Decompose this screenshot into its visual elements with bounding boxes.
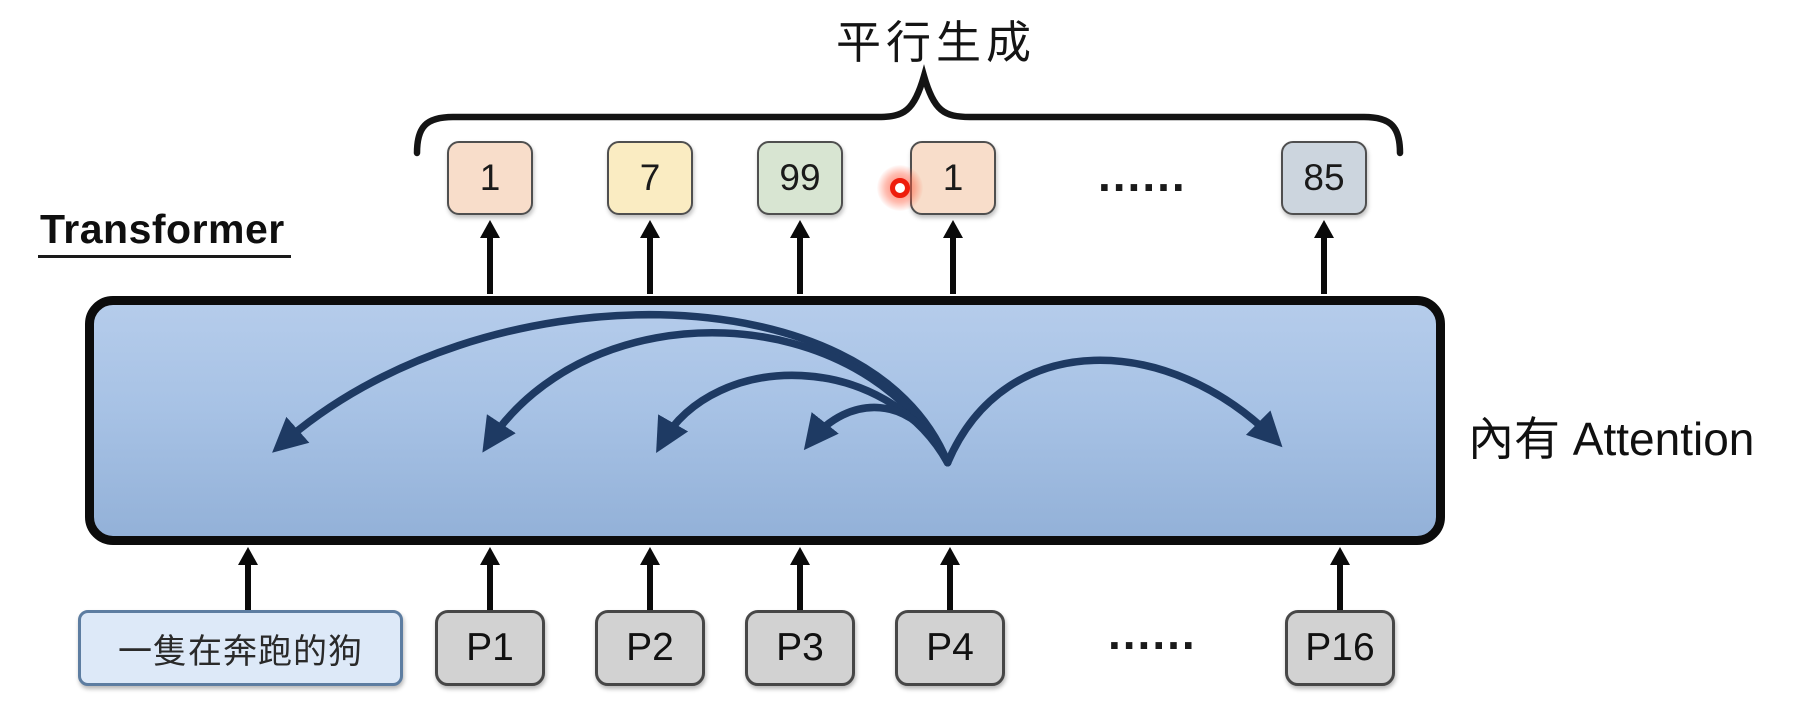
output-arrow-5 xyxy=(1312,220,1336,294)
input-token-p3: P3 xyxy=(745,610,855,686)
input-arrow-sentence xyxy=(236,547,260,611)
ellipsis-bottom: ...... xyxy=(1108,607,1197,659)
attention-arc-mid-left xyxy=(482,329,952,467)
input-token-p2: P2 xyxy=(595,610,705,686)
page-title: 平行生成 xyxy=(835,17,1036,68)
arrowhead-up-icon xyxy=(480,220,500,238)
arrowhead-up-icon xyxy=(238,547,258,565)
attention-arc-long-left xyxy=(272,311,952,467)
output-token-3-value: 99 xyxy=(779,157,821,198)
curly-brace xyxy=(413,64,1404,157)
input-arrow-p2 xyxy=(638,547,662,611)
laser-pointer-dot xyxy=(890,178,910,198)
input-token-p4: P4 xyxy=(895,610,1005,686)
output-arrow-1 xyxy=(478,220,502,294)
input-arrow-p3 xyxy=(788,547,812,611)
input-token-p3-value: P3 xyxy=(776,626,824,669)
arrowhead-up-icon xyxy=(790,220,810,238)
output-token-3: 99 xyxy=(757,141,843,215)
output-token-5: 85 xyxy=(1281,141,1367,215)
output-arrow-2 xyxy=(638,220,662,294)
input-token-p16-value: P16 xyxy=(1305,626,1375,669)
arrowhead-up-icon xyxy=(640,547,660,565)
input-token-p2-value: P2 xyxy=(626,626,674,669)
input-token-p1-value: P1 xyxy=(466,626,514,669)
attention-arc-right xyxy=(943,356,1283,467)
arrowhead-up-icon xyxy=(1314,220,1334,238)
output-token-4: 1 xyxy=(910,141,996,215)
arrowhead-up-icon xyxy=(640,220,660,238)
transformer-box xyxy=(85,296,1445,545)
arrowhead-up-icon xyxy=(943,220,963,238)
input-arrow-p1 xyxy=(478,547,502,611)
output-token-1-value: 1 xyxy=(479,157,501,198)
attention-arcs xyxy=(272,311,1283,467)
input-arrow-p16 xyxy=(1328,547,1352,611)
input-arrow-p4 xyxy=(938,547,962,611)
output-token-2-value: 7 xyxy=(639,157,661,198)
arrowhead-up-icon xyxy=(790,547,810,565)
arrowhead-up-icon xyxy=(940,547,960,565)
output-token-5-value: 85 xyxy=(1303,157,1345,198)
input-token-p16: P16 xyxy=(1285,610,1395,686)
model-name-label: Transformer xyxy=(38,206,291,258)
attention-note: 內有 Attention xyxy=(1468,413,1755,465)
ellipsis-top: ...... xyxy=(1098,149,1187,201)
output-token-4-value: 1 xyxy=(942,157,964,198)
input-token-p1: P1 xyxy=(435,610,545,686)
input-sentence-box: 一隻在奔跑的狗 xyxy=(78,610,403,686)
output-token-2: 7 xyxy=(607,141,693,215)
output-token-1: 1 xyxy=(447,141,533,215)
arrowhead-up-icon xyxy=(1330,547,1350,565)
output-arrow-4 xyxy=(941,220,965,294)
output-arrow-3 xyxy=(788,220,812,294)
arrowhead-up-icon xyxy=(480,547,500,565)
input-sentence-text: 一隻在奔跑的狗 xyxy=(118,632,363,671)
input-token-p4-value: P4 xyxy=(926,626,974,669)
attention-arc-inner-left xyxy=(803,403,952,467)
